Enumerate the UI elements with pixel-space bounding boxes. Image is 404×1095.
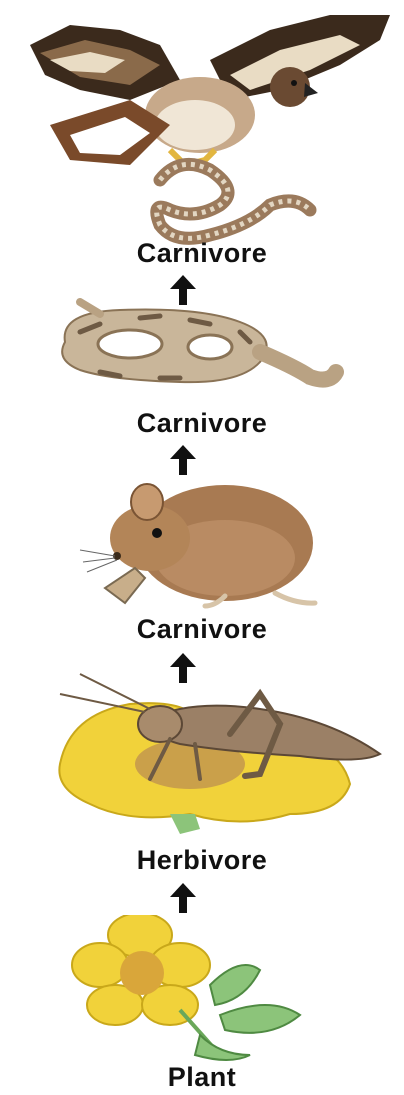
level-label-plant: Plant — [0, 1062, 404, 1093]
level-label-grasshopper: Herbivore — [0, 845, 404, 876]
energy-arrow — [170, 445, 196, 475]
level-label-hawk: Carnivore — [0, 238, 404, 269]
level-label-mouse: Carnivore — [0, 614, 404, 645]
flower-illustration — [70, 915, 310, 1065]
snake-illustration — [40, 292, 350, 404]
level-label-snake: Carnivore — [0, 408, 404, 439]
mouse-illustration — [75, 478, 335, 613]
energy-arrow — [170, 883, 196, 913]
grasshopper-illustration — [50, 664, 390, 839]
hawk-illustration — [10, 5, 400, 250]
